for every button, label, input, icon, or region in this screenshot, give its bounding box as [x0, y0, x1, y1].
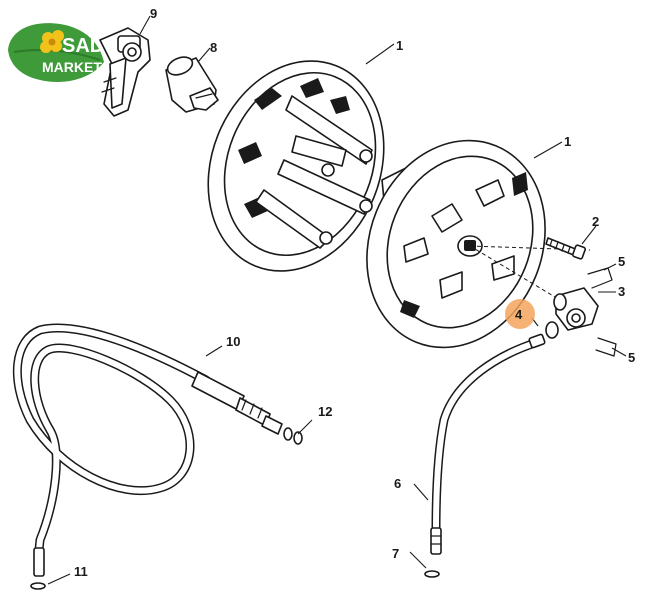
callout-11: 11 — [74, 564, 88, 579]
leader-lines — [47, 15, 627, 585]
callout-9: 9 — [150, 6, 157, 21]
callout-5a: 5 — [618, 254, 625, 269]
callout-2: 2 — [592, 214, 599, 229]
callout-1a: 1 — [396, 38, 403, 53]
part-6-short-hose — [430, 333, 546, 555]
part-11-o-ring — [30, 582, 46, 590]
logo-text-top: SAD — [62, 35, 104, 57]
callout-7: 7 — [392, 546, 399, 561]
callout-labels: 9 8 1 1 2 5 3 4 5 10 12 6 7 11 — [74, 6, 635, 579]
callout-5b: 5 — [628, 350, 635, 365]
callout-6: 6 — [394, 476, 401, 491]
sadmarket-logo: SAD MARKET — [8, 23, 104, 82]
highlight-marker — [505, 299, 535, 329]
part-4-o-ring — [545, 321, 559, 339]
part-1-reel-disc-right — [366, 139, 591, 349]
callout-1b: 1 — [564, 134, 571, 149]
part-2-screw — [545, 237, 586, 260]
leaf-icon — [8, 23, 104, 82]
logo-text-bottom: MARKET — [42, 59, 102, 75]
part-1-reel-disc-left — [207, 60, 385, 272]
part-7-o-ring — [424, 570, 440, 578]
callout-10: 10 — [226, 334, 240, 349]
callout-3: 3 — [618, 284, 625, 299]
part-5-clip-upper — [587, 267, 613, 289]
part-12-o-rings — [283, 427, 303, 445]
part-9-bracket — [99, 27, 151, 117]
flower-icon — [40, 30, 64, 53]
part-5-clip-lower — [595, 337, 617, 357]
part-3-swivel-fitting — [553, 287, 599, 331]
part-8-sleeve — [165, 56, 219, 113]
callout-8: 8 — [210, 40, 217, 55]
callout-12: 12 — [318, 404, 332, 419]
callout-4: 4 — [515, 307, 523, 322]
part-10-long-hose — [12, 323, 283, 577]
